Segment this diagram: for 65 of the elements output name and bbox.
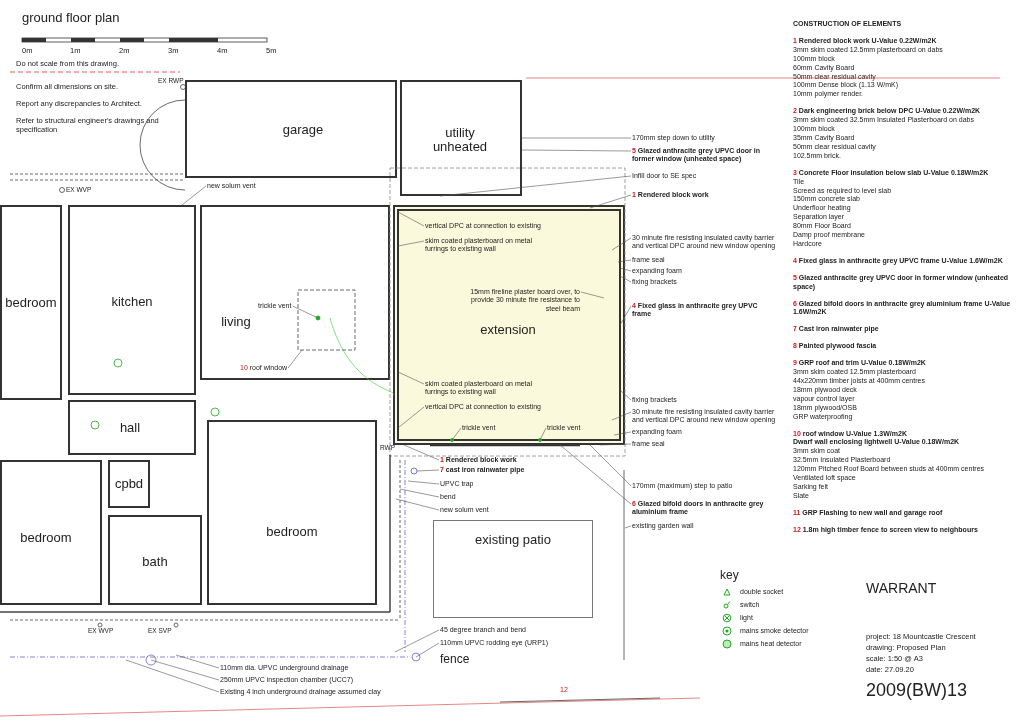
leader-line [580,291,605,299]
stamp-text: WARRANT [866,580,937,596]
leader-line [407,480,440,485]
leader-line [292,305,319,319]
area-label: fence [440,652,470,666]
leader-line [451,427,462,441]
leader-line [397,371,425,385]
plan-title: ground floor plan [22,10,120,25]
leader-line [589,444,632,487]
leader-line [439,175,632,197]
room-name: bedroom [266,525,318,539]
leader-line [416,469,440,472]
leader-line [397,211,425,227]
leader-line [403,444,440,461]
drawing-number: 2009(BW)13 [866,680,968,701]
leader-line [394,629,440,653]
room-name: cpbd [114,477,144,491]
room-outline [393,205,625,445]
leader-line [619,275,632,283]
room-name: kitchen [111,295,153,309]
leader-line [539,427,547,441]
room-name: bath [142,555,168,569]
room-name: garage [282,123,324,137]
room-name: extension [480,323,536,337]
room-outline [0,205,62,400]
leader-line [619,389,632,401]
room-name: existing patio [475,533,551,547]
room-outline [207,420,377,605]
leader-line [395,498,440,511]
room-name: living [221,315,251,329]
room-outline [185,80,397,178]
room-name: bedroom [20,531,72,545]
leader-line [521,149,632,152]
leader-line [611,237,632,251]
leader-line [399,488,440,498]
room-name: utility unheated [431,126,489,154]
room-outline [200,205,390,380]
room-outline [108,515,202,605]
leader-line [397,240,425,247]
leader-line [181,185,207,206]
leader-line [175,654,220,669]
leader-line [611,411,632,421]
room-outline [400,80,522,196]
leader-line [415,642,440,658]
room-outline [0,460,102,605]
leader-line [521,137,632,139]
leader-line [619,305,632,326]
legend-title: key [720,568,739,582]
room-outline [68,400,196,455]
leader-line [624,525,632,529]
leader-line [125,659,220,693]
room-outline [68,205,196,395]
leader-line [397,406,425,429]
room-name: bedroom [5,296,57,310]
leader-line [617,259,632,263]
room-outline [108,460,150,508]
leader-line [559,444,632,505]
patio-outline [433,520,593,618]
room-name: hall [119,421,141,435]
leader-line [613,431,632,436]
leader-line [599,443,632,446]
leader-line [619,267,632,272]
leader-line [589,194,632,209]
leader-line [150,659,220,681]
leader-line [287,349,303,369]
